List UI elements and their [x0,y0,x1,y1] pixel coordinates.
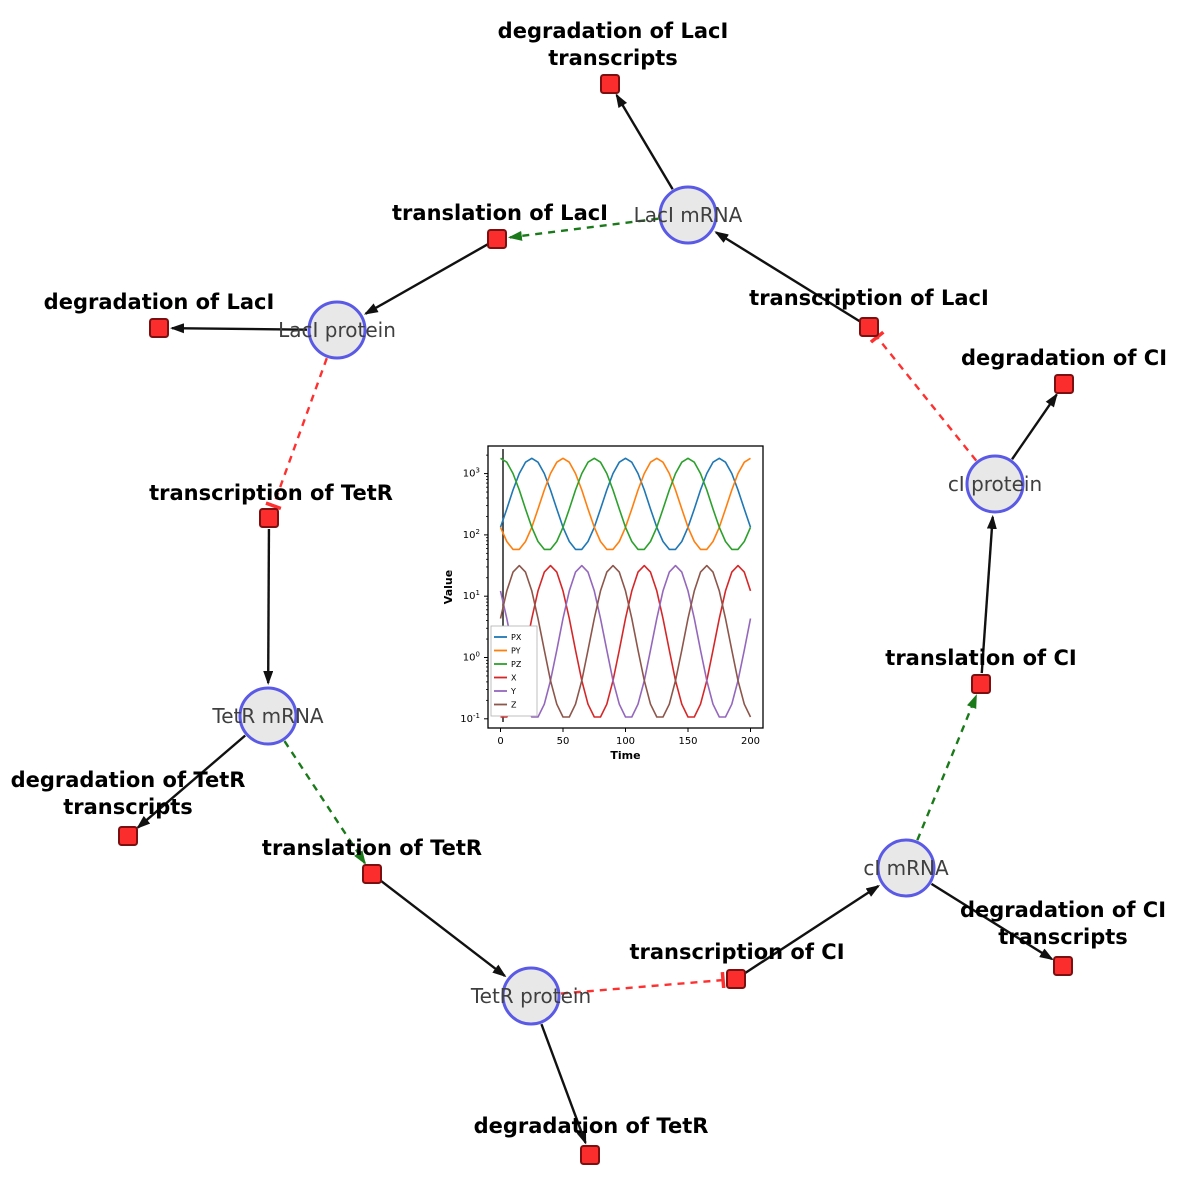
reaction-label-translation-ci: translation of CI [885,646,1076,670]
species-node-tetr-mrna [238,686,298,746]
edge-modifier-tetr-mrna-translation-tetr [283,740,366,865]
series-line-Z [499,564,752,718]
reaction-node-deg-ci-transcripts [1053,956,1073,976]
x-axis-label: Time [610,749,640,762]
edge-production-transcription-tetr-tetr-mrna [263,528,274,686]
species-label-ci-protein: cI protein [948,472,1042,496]
species-node-ci-protein [965,454,1025,514]
legend-entry-Y: Y [510,687,516,696]
reaction-label-transcription-ci: transcription of CI [629,940,844,964]
edge-consumption-laci-mrna-deg-laci-transcripts [615,93,674,190]
y-tick-label: 100 [463,651,480,664]
y-axis-label: Value [442,570,455,604]
edge-production-transcription-ci-ci-mrna [744,884,881,974]
nodes-layer [118,74,1074,1165]
reaction-label-deg-tetr: degradation of TetR [474,1114,709,1138]
x-tick-label: 100 [616,736,635,747]
edge-consumption-tetr-mrna-deg-tetr-transcripts [136,734,247,829]
x-tick-label: 200 [741,736,760,747]
y-tick-label: 103 [463,467,480,480]
reaction-node-translation-laci [487,229,507,249]
edge-modifier-ci-mrna-translation-ci [916,694,978,841]
species-node-laci-mrna [658,185,718,245]
edge-production-translation-laci-laci-protein [363,243,489,315]
reaction-node-deg-tetr [580,1145,600,1165]
x-tick-label: 50 [557,736,570,747]
reaction-node-translation-ci [971,674,991,694]
reaction-node-transcription-ci [726,969,746,989]
reaction-node-deg-laci [149,318,169,338]
y-tick-label: 101 [463,589,480,602]
series-line-X [500,564,752,718]
series-line-Y [499,564,752,718]
reaction-node-transcription-tetr [259,508,279,528]
series-line-PZ [500,457,752,551]
edge-production-translation-ci-ci-protein [980,514,997,674]
legend-entry-PX: PX [511,633,522,642]
species-label-tetr-protein: TetR protein [470,984,591,1008]
species-label-tetr-mrna: TetR mRNA [211,704,324,728]
legend-entry-X: X [511,674,517,683]
reaction-node-deg-laci-transcripts [600,74,620,94]
x-tick-label: 150 [678,736,697,747]
reaction-node-transcription-laci [859,317,879,337]
legend-entry-Z: Z [511,701,517,710]
species-label-ci-mrna: cI mRNA [863,856,949,880]
legend-entry-PY: PY [511,647,521,656]
edge-consumption-ci-mrna-deg-ci-transcripts [930,882,1054,961]
reaction-label-transcription-laci: transcription of LacI [749,286,989,310]
edge-inhibition-tetr-protein-transcription-ci [560,971,726,995]
reaction-node-translation-tetr [362,864,382,884]
species-label-laci-mrna: LacI mRNA [634,203,743,227]
edge-consumption-tetr-protein-deg-tetr [540,1023,587,1145]
reaction-label-translation-laci: translation of LacI [392,201,608,225]
legend-box [490,625,538,717]
y-tick-label: 10-1 [460,712,480,725]
legend: PX PY PZ XYZ [490,625,538,717]
series-line-PX [499,457,752,551]
reaction-label-deg-ci: degradation of CI [961,346,1167,370]
edge-production-transcription-laci-laci-mrna [714,231,861,323]
species-label-laci-protein: LacI protein [278,318,396,342]
edge-production-translation-tetr-tetr-protein [379,879,507,978]
edge-inhibition-ci-protein-transcription-laci [869,330,978,462]
species-node-laci-protein [307,300,367,360]
reaction-node-deg-ci [1054,374,1074,394]
species-node-tetr-protein [501,966,561,1026]
reaction-label-deg-laci: degradation of LacI [44,290,275,314]
reaction-label-translation-tetr: translation of TetR [262,836,482,860]
legend-entry-PZ: PZ [511,660,522,669]
edges-layer [136,93,1058,1145]
y-tick-label: 102 [463,528,480,541]
edge-consumption-laci-protein-deg-laci [169,323,308,334]
edge-consumption-ci-protein-deg-ci [1011,393,1058,460]
species-node-ci-mrna [876,838,936,898]
reaction-label-transcription-tetr: transcription of TetR [149,481,393,505]
x-tick-label: 0 [497,736,503,747]
reaction-node-deg-tetr-transcripts [118,826,138,846]
edge-inhibition-laci-protein-transcription-tetr [265,357,328,511]
